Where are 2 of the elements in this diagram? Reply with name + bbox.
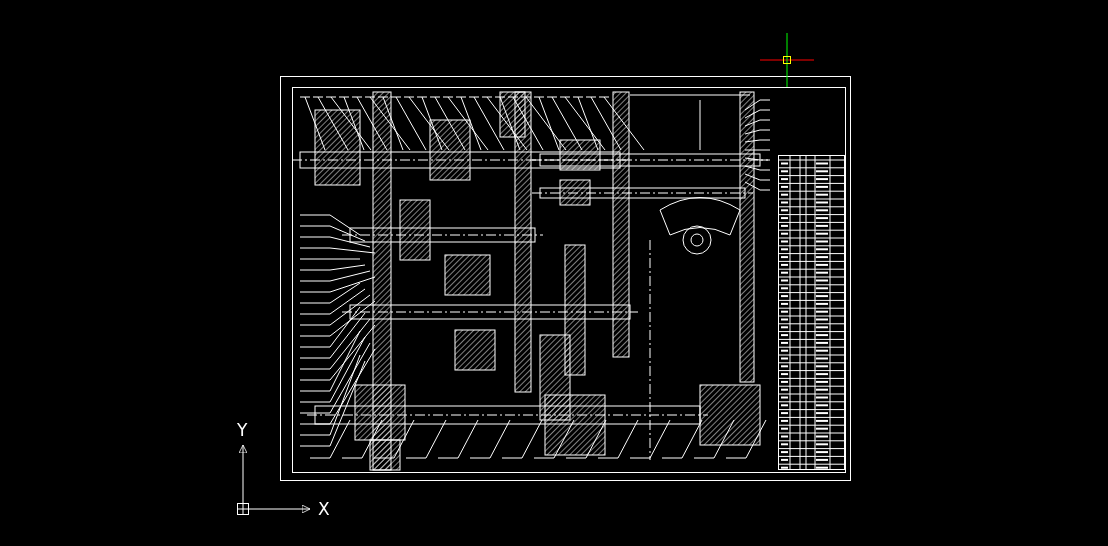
axis-label: X [318, 501, 330, 518]
axis-label: Y [237, 422, 248, 439]
